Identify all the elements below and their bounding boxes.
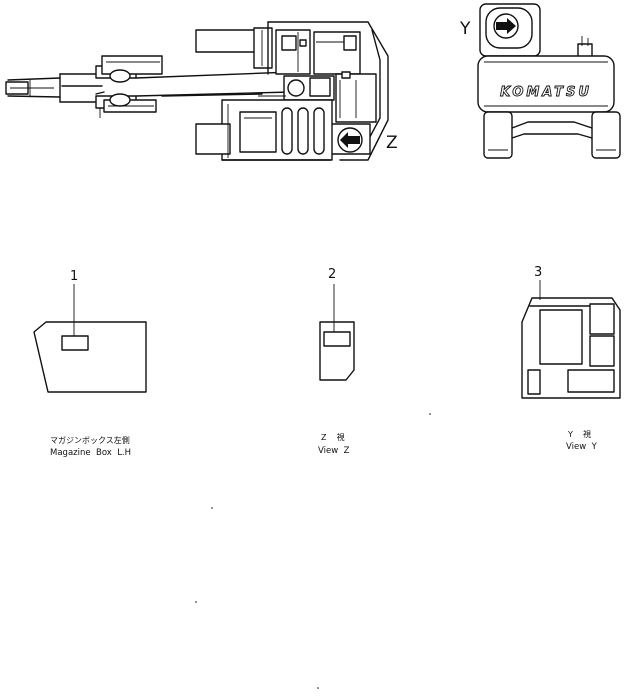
caption-1-en: Magazine Box L.H [50, 448, 131, 458]
brand-text: KOMATSU [500, 85, 592, 100]
callout-number-3: 3 [534, 265, 542, 280]
caption-2-jp: Z 視 [321, 433, 345, 442]
upper-structure [195, 21, 389, 161]
caption-2: Z 視 View Z [318, 433, 350, 456]
callout-number-1: 1 [70, 269, 78, 284]
caption-2-en: View Z [318, 446, 350, 456]
callout-number-2: 2 [328, 267, 336, 282]
excavator-rear-view: KOMATSU Y [459, 3, 621, 159]
caption-3: Y 視 View Y [566, 430, 598, 452]
boom-arm [5, 55, 293, 118]
arrow-left-icon [337, 127, 363, 153]
scan-specks [195, 413, 431, 689]
caption-1-jp: マガジンボックス左側 [50, 435, 130, 445]
excavator-top-view: Z [5, 21, 398, 161]
view-letter-z: Z [386, 133, 398, 153]
view-letter-y: Y [459, 19, 471, 39]
caption-1: マガジンボックス左側 Magazine Box L.H [50, 435, 131, 458]
caption-3-jp: Y 視 [567, 430, 591, 439]
caption-3-en: View Y [566, 442, 598, 452]
detail-view-z-panel: 2 [319, 267, 355, 381]
detail-view-y-cab: 3 [521, 265, 621, 399]
arrow-right-icon [493, 13, 519, 39]
detail-magazine-box: 1 [33, 269, 147, 393]
